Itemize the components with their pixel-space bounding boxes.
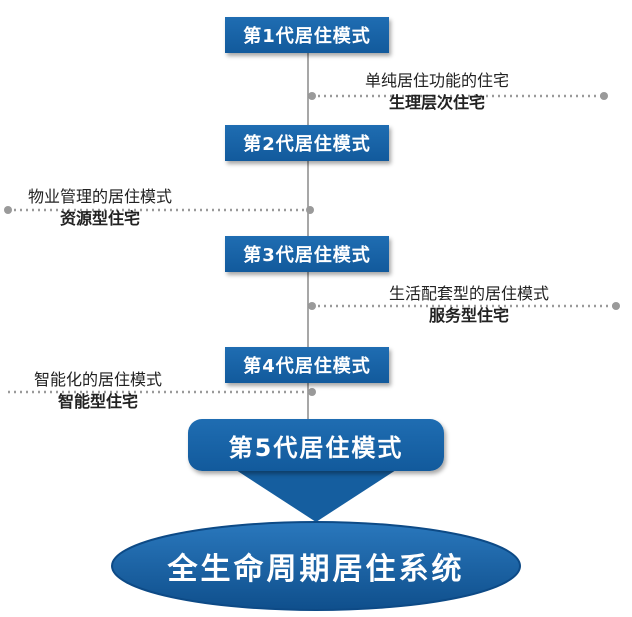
guide-dot-3b: [612, 302, 620, 310]
note-2-type: 资源型住宅: [60, 209, 141, 228]
generation-box-3: 第3代居住模式: [225, 236, 389, 272]
generation-box-4: 第4代居住模式: [225, 347, 389, 383]
note-3-description: 生活配套型的居住模式: [389, 284, 550, 303]
note-1-type: 生理层次住宅: [389, 93, 486, 112]
generation-box-1: 第1代居住模式: [225, 17, 389, 53]
note-4-type: 智能型住宅: [58, 392, 139, 411]
guide-dot-3a: [308, 302, 316, 310]
generation-box-5: 第5代居住模式: [188, 419, 444, 471]
guide-dot-1a: [308, 92, 316, 100]
guide-dot-2b: [4, 206, 12, 214]
down-arrow: [236, 470, 396, 522]
generation-box-2: 第2代居住模式: [225, 125, 389, 161]
guide-dot-1b: [600, 92, 608, 100]
note-1: 单纯居住功能的住宅 生理层次住宅: [365, 70, 509, 114]
note-3: 生活配套型的居住模式 服务型住宅: [389, 283, 549, 327]
note-4-description: 智能化的居住模式: [34, 370, 163, 389]
note-4: 智能化的居住模式 智能型住宅: [34, 369, 162, 413]
note-2: 物业管理的居住模式 资源型住宅: [28, 186, 172, 230]
final-ellipse-shape: [111, 521, 521, 611]
guide-dot-2a: [306, 206, 314, 214]
note-1-description: 单纯居住功能的住宅: [365, 71, 510, 90]
note-3-type: 服务型住宅: [429, 306, 510, 325]
final-system-label: 全生命周期居住系统: [167, 552, 465, 587]
note-2-description: 物业管理的居住模式: [28, 187, 173, 206]
guide-dot-4a: [308, 388, 316, 396]
